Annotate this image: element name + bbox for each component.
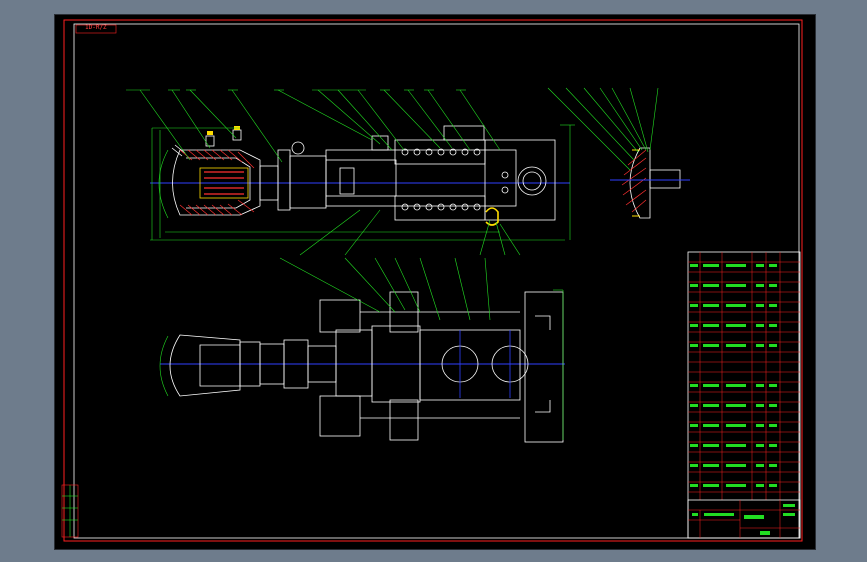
yellow-hook <box>485 207 499 226</box>
parts-list-table <box>687 251 801 539</box>
collet-section-hatch <box>179 149 255 216</box>
drawing-frame <box>63 19 803 542</box>
title-block <box>687 499 801 539</box>
binding-stamp-block <box>61 484 79 538</box>
front-leaders <box>139 89 521 256</box>
neck-flange <box>259 141 327 211</box>
front-view <box>126 89 575 256</box>
sheet-tag: 1D-R/Z <box>85 24 107 31</box>
main-body <box>325 125 556 221</box>
collet-fingers <box>204 171 244 195</box>
detail-leaders <box>547 87 659 171</box>
fitting-caps <box>207 126 240 135</box>
bolt-row-bottom <box>401 203 481 211</box>
front-dimensions <box>150 124 575 241</box>
detail-view <box>547 87 690 219</box>
bolt-row-top <box>401 148 481 156</box>
top-view <box>159 257 565 443</box>
